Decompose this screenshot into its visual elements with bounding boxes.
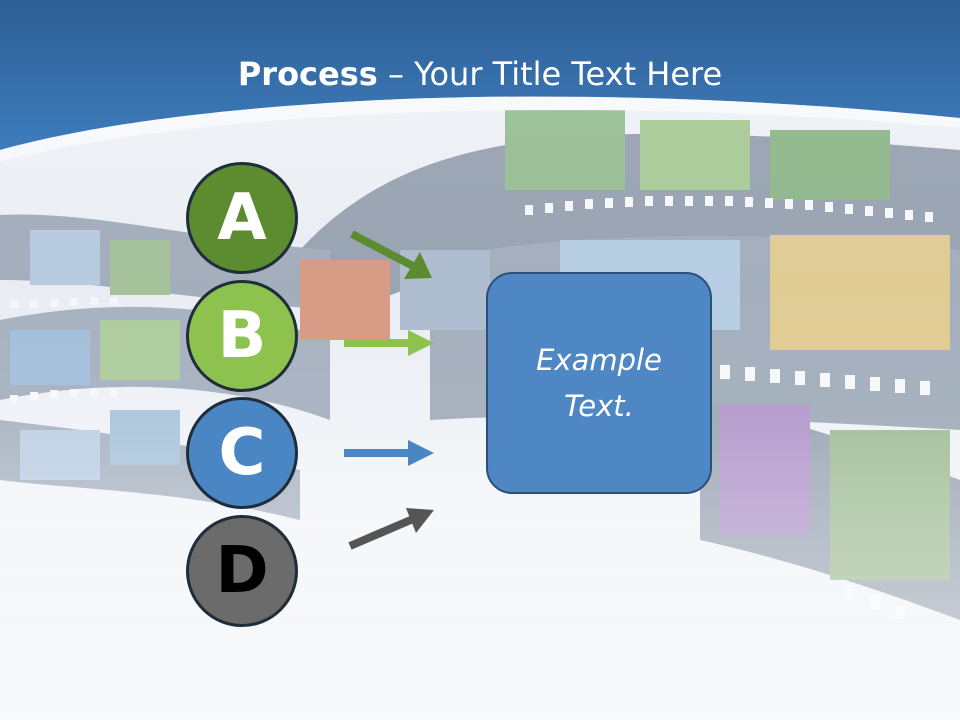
step-a-letter: A [217, 181, 267, 255]
step-b-circle: B [186, 280, 298, 392]
example-text-box: Example Text. [486, 272, 712, 494]
title-rest: – Your Title Text Here [377, 55, 723, 93]
step-a-circle: A [186, 162, 298, 274]
step-d-letter: D [215, 534, 269, 608]
example-text: Example Text. [536, 343, 662, 423]
step-b-letter: B [217, 299, 267, 373]
title-bold: Process [237, 55, 378, 93]
step-c-circle: C [186, 397, 298, 509]
step-c-letter: C [218, 416, 266, 490]
step-d-circle: D [186, 515, 298, 627]
slide-title: Process – Your Title Text Here [0, 52, 960, 96]
